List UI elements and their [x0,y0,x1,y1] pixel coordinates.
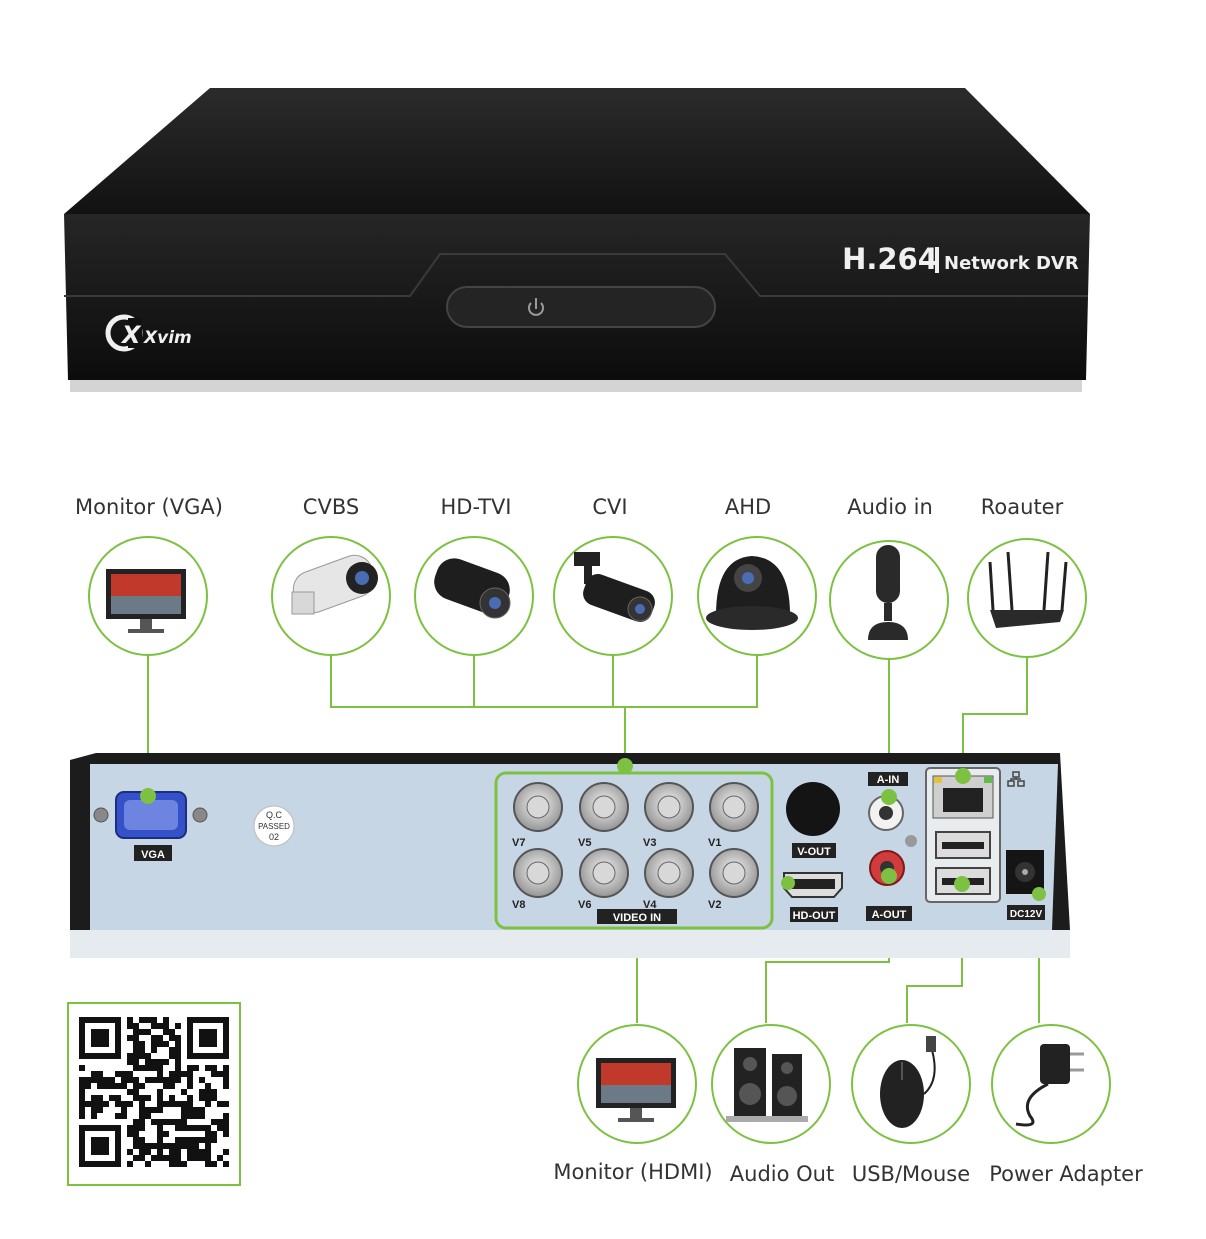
label-hd-tvi: HD-TVI [440,495,512,519]
label-ahd: AHD [724,495,772,519]
bnc-label: V6 [578,899,591,911]
hdmi-monitor-icon [596,1058,676,1122]
router-icon [988,551,1068,628]
dc-label: DC12V [1010,909,1043,920]
video-in-group [494,771,774,930]
bnc-label: V8 [512,899,525,911]
vga-port: VGA [93,791,208,861]
a-out-label: A-OUT [872,909,907,921]
v-out-port: V-OUT [786,782,840,858]
bnc-inner [526,861,550,885]
dome-camera-icon [706,556,798,630]
qc-sticker: Q.C PASSED 02 [253,805,295,847]
hdmi-port: HD-OUT [783,872,843,922]
bnc-label: V2 [708,899,721,911]
power-adapter-icon [1015,1044,1084,1127]
bnc-inner [592,795,616,819]
bnc-inner [592,861,616,885]
video-in-label: VIDEO IN [613,912,661,924]
wall-camera-icon [574,552,655,622]
dc-power-port: DC12V [1006,850,1045,920]
bnc-label: V4 [643,899,657,911]
label-cvi: CVI [592,495,628,519]
bnc-inner [657,861,681,885]
label-audio-in: Audio in [847,495,933,519]
bnc-label: V7 [512,837,525,849]
label-usb-mouse: USB/Mouse [851,1162,971,1186]
a-in-label: A-IN [877,774,900,786]
label-monitor-hdmi: Monitor (HDMI) [553,1160,713,1184]
bnc-label: V1 [708,837,721,849]
power-button-panel[interactable] [446,286,716,328]
v-out-label: V-OUT [797,846,831,858]
label-monitor-vga: Monitor (VGA) [75,495,223,519]
codec-label: H.264 [842,242,938,276]
bnc-label: V5 [578,837,591,849]
bnc-inner [657,795,681,819]
qc-line-2: PASSED [258,822,290,831]
bnc-inner [722,795,746,819]
label-power-adapter: Power Adapter [989,1162,1143,1186]
svg-text:X: X [120,321,142,349]
mouse-icon [880,1036,936,1128]
bnc-label: V3 [643,837,656,849]
black-bullet-camera-icon [434,558,511,619]
connection-dots [140,758,1046,901]
qr-code [67,1002,241,1186]
qc-line-3: 02 [269,832,279,842]
xvim-logo: X Xvim [105,314,192,352]
label-cvbs: CVBS [302,495,360,519]
power-icon [528,298,544,316]
hd-out-label: HD-OUT [793,910,836,922]
bnc-inner [526,795,550,819]
label-router: Roauter [980,495,1064,519]
qc-line-1: Q.C [266,810,283,820]
brand-label: Xvim [143,328,192,348]
network-usb-ports [925,767,1025,903]
model-label: Network DVR [944,253,1079,274]
bullet-camera-icon [291,554,378,615]
vga-label: VGA [141,849,165,861]
microphone-icon [868,545,908,640]
speakers-icon [726,1048,808,1122]
bnc-inner [722,861,746,885]
monitor-icon [106,569,186,633]
network-icon [1007,771,1025,787]
label-audio-out: Audio Out [729,1162,835,1186]
dvr-front-unit: H.264 Network DVR X Xvim [64,88,1090,392]
